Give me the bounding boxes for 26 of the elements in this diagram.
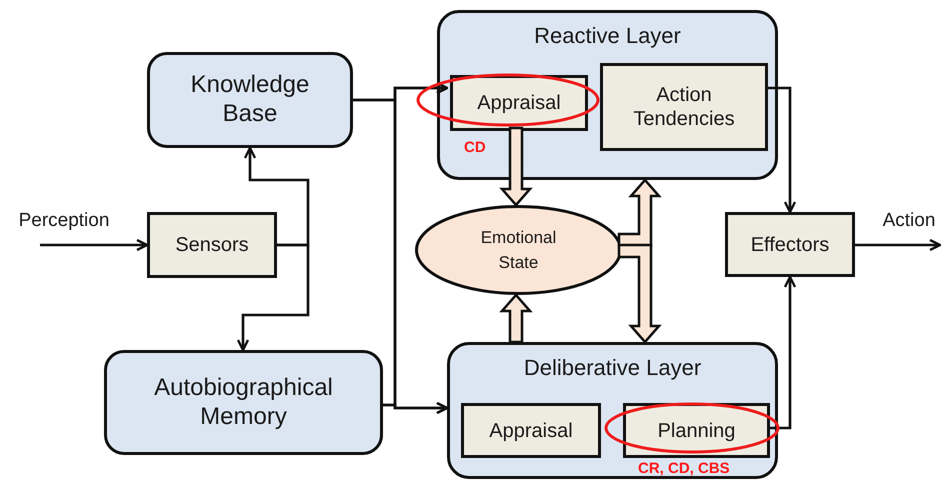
block-arrow bbox=[499, 126, 533, 207]
layer-title: Deliberative Layer bbox=[524, 355, 702, 382]
io-label: Perception bbox=[8, 210, 120, 245]
layer-note: CR, CD, CBS bbox=[638, 460, 730, 478]
rounded-box: Knowledge Base bbox=[147, 52, 353, 148]
process-box: Action Tendencies bbox=[600, 63, 768, 151]
layer-note: CD bbox=[464, 139, 486, 157]
arrow bbox=[236, 244, 310, 352]
block-arrow bbox=[499, 293, 533, 344]
arrow bbox=[765, 86, 796, 214]
process-box: Sensors bbox=[147, 212, 277, 278]
block-arrow bbox=[618, 244, 662, 344]
state-ellipse bbox=[415, 205, 622, 295]
layer-title: Reactive Layer bbox=[534, 23, 681, 50]
arrow bbox=[383, 402, 448, 414]
layer-panel bbox=[437, 10, 778, 180]
io-label: Action bbox=[874, 210, 944, 245]
process-box: Appraisal bbox=[461, 403, 601, 458]
arrow bbox=[855, 238, 942, 252]
arrow bbox=[244, 146, 310, 246]
arrow bbox=[767, 276, 796, 430]
layer-panel bbox=[447, 342, 778, 479]
arrow bbox=[40, 238, 148, 252]
process-box: Effectors bbox=[725, 212, 855, 277]
rounded-box: Autobiographical Memory bbox=[104, 350, 383, 455]
state-label: Emotional State bbox=[480, 226, 558, 274]
